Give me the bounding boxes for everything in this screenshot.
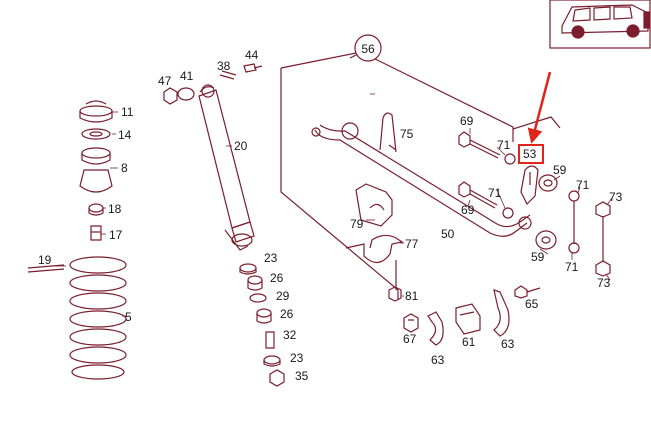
bush-23-lower: [263, 355, 281, 367]
highlight-arrow: [527, 71, 552, 144]
nut-81: [388, 286, 402, 302]
rubber-bush-59-upper: [538, 174, 558, 192]
pin-19: [27, 264, 65, 273]
callout-65: 65: [525, 297, 539, 311]
bolt-44: [243, 63, 263, 73]
spring-pad-11: [79, 100, 113, 123]
assembly-frame-56: [280, 51, 561, 300]
bracket-63-left: [427, 311, 444, 346]
callout-69-upper: 69: [460, 114, 474, 128]
callout-35: 35: [295, 369, 309, 383]
callout-59-lower: 59: [531, 250, 545, 264]
callout-53: 53: [523, 147, 537, 161]
callout-75: 75: [400, 127, 414, 141]
callout-77: 77: [405, 237, 419, 251]
bolt-38: [219, 70, 237, 80]
rubber-bush: [355, 183, 393, 227]
callout-56: 56: [361, 42, 375, 56]
washer-29: [249, 293, 267, 303]
bush-61: [455, 303, 481, 335]
callout-17: 17: [109, 228, 123, 242]
nut-73-lower: [595, 260, 611, 277]
callout-20: 20: [234, 139, 248, 153]
callout-32: 32: [283, 328, 297, 342]
sleeve-32: [265, 331, 275, 349]
nut-35: [269, 369, 285, 387]
callout-18: 18: [108, 202, 122, 216]
callout-11: 11: [121, 105, 134, 119]
callout-61: 61: [462, 335, 476, 349]
spring-pad-8: [79, 147, 113, 193]
callout-38: 38: [217, 59, 231, 73]
bush-26-upper: [247, 275, 263, 291]
nut-67: [403, 313, 419, 333]
bush-23-upper: [239, 263, 257, 275]
callout-71-right-upper: 71: [576, 178, 590, 192]
callout-81: 81: [405, 289, 419, 303]
callout-labels: 56 11 14 8 18 17 19 5 47 41 38 44 20 23 …: [38, 42, 623, 383]
shock-absorber: [198, 84, 255, 251]
callout-41: 41: [180, 69, 194, 83]
callout-69-lower: 69: [461, 203, 475, 217]
connecting-link: [520, 165, 539, 206]
washer-71b: [502, 207, 514, 219]
callout-44: 44: [245, 48, 259, 62]
callout-71-right-lower: 71: [565, 260, 579, 274]
washer-71d: [568, 242, 580, 254]
callout-14: 14: [118, 128, 132, 142]
leader-lines: [54, 93, 613, 317]
rubber-bush-59-lower: [535, 230, 557, 250]
spare-wheel-icon: [643, 11, 650, 29]
callout-79: 79: [350, 217, 364, 231]
nut-18: [88, 203, 104, 216]
callout-71-upper: 71: [497, 138, 511, 152]
callout-23-lower: 23: [290, 351, 304, 365]
nut-47: [163, 87, 178, 105]
bracket-63-right: [493, 289, 510, 337]
bolt-69-upper: [458, 131, 501, 159]
callout-19: 19: [38, 253, 52, 267]
highlight-box-53: [518, 144, 544, 164]
u-bolt: [379, 112, 397, 153]
bush-41: [177, 87, 195, 101]
washer-71a: [504, 153, 516, 165]
clamp-bracket: [345, 234, 404, 264]
bush-26-lower: [256, 308, 272, 324]
callout-59-upper: 59: [553, 163, 567, 177]
stabilizer-bar: [311, 122, 532, 237]
callout-71-lower: 71: [488, 186, 502, 200]
callout-67: 67: [403, 332, 417, 346]
nut-73-upper: [595, 201, 611, 218]
coil-spring: [69, 256, 127, 380]
vehicle-thumbnail: [549, 0, 651, 49]
washer-71c: [568, 190, 580, 202]
callout-23-upper: 23: [264, 251, 278, 265]
callout-26-lower: 26: [280, 307, 294, 321]
callout-circle-56: [354, 34, 382, 62]
bolt-69-lower: [458, 181, 498, 209]
callout-63-right: 63: [501, 337, 515, 351]
callout-63-left: 63: [431, 353, 445, 367]
callout-26-upper: 26: [270, 271, 284, 285]
callout-47: 47: [158, 74, 172, 88]
washer-14: [81, 128, 111, 140]
callout-73-lower: 73: [597, 276, 611, 290]
callout-29: 29: [276, 289, 290, 303]
bolt-17: [90, 225, 102, 241]
callout-73-upper: 73: [609, 190, 623, 204]
callout-8: 8: [121, 161, 128, 175]
bolt-65: [514, 285, 541, 299]
callout-50: 50: [441, 227, 455, 241]
callout-5: 5: [125, 310, 132, 324]
